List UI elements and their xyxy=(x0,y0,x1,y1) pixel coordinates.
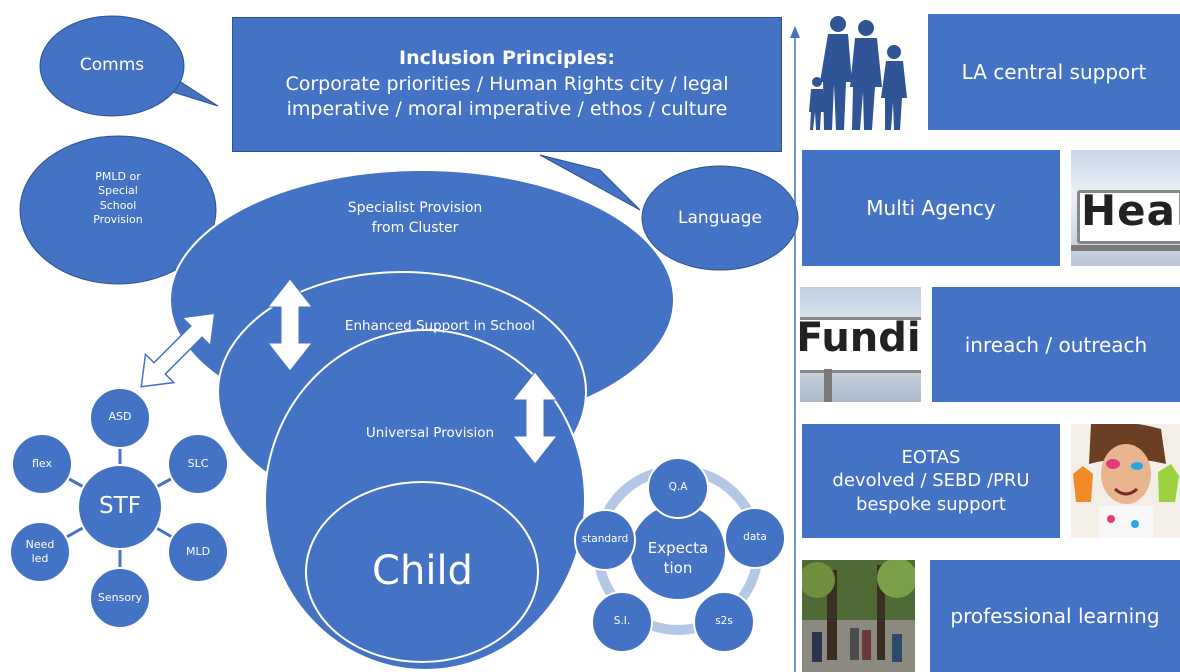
diagram-canvas xyxy=(9,15,800,672)
comms-label: Comms xyxy=(79,55,145,75)
exp-standard-label: standard xyxy=(581,533,629,545)
stf-sensory-label: Sensory xyxy=(97,591,143,604)
stf-hub-label: STF xyxy=(99,493,141,519)
stf-node-needled xyxy=(9,521,71,583)
double-arrow-stf-specialist xyxy=(140,312,216,388)
exp-node-qa xyxy=(647,457,709,519)
stf-flex-label: flex xyxy=(31,457,52,470)
eotas-box: EOTAS devolved / SEBD /PRU bespoke suppo… xyxy=(802,424,1060,538)
child-ellipse xyxy=(305,481,539,663)
inclusion-principles-box: Inclusion Principles: Corporate prioriti… xyxy=(232,17,782,152)
funding-sign-text: Fundi xyxy=(800,315,921,361)
exp-si-label: S.I. xyxy=(613,615,631,627)
la-central-support-box: LA central support xyxy=(928,14,1180,130)
child-painted-hands-image xyxy=(1071,424,1180,538)
eotas-line-2: bespoke support xyxy=(855,493,1006,515)
exp-node-si xyxy=(591,591,653,653)
language-label: Language xyxy=(678,208,762,228)
stf-node-asd xyxy=(89,387,151,449)
stf-slc-label: SLC xyxy=(187,457,209,470)
stf-node-flex xyxy=(11,433,73,495)
specialist-label: Specialist Provision from Cluster xyxy=(347,200,483,237)
double-arrow-enhanced-universal xyxy=(511,371,559,465)
stf-node-sensory xyxy=(89,567,151,629)
pmld-label: PMLD or Special School Provision xyxy=(93,170,143,226)
campus-students-image xyxy=(802,560,915,672)
stf-needled-label: Need led xyxy=(25,538,55,566)
double-arrow-specialist-enhanced xyxy=(266,278,314,372)
universal-label: Universal Provision xyxy=(365,425,495,441)
expectation-hub-label: Expecta tion xyxy=(647,539,709,578)
comms-bubble xyxy=(39,15,219,117)
multi-agency-box: Multi Agency xyxy=(802,150,1060,266)
exp-qa-label: Q.A xyxy=(668,481,688,493)
inreach-outreach-label: inreach / outreach xyxy=(964,332,1148,357)
principles-title: Inclusion Principles: xyxy=(399,47,615,70)
health-sign-image: Heal xyxy=(1071,150,1180,266)
stf-asd-label: ASD xyxy=(108,410,132,423)
eotas-title: EOTAS xyxy=(901,446,961,468)
stf-node-mld xyxy=(167,521,229,583)
child-label: Child xyxy=(372,548,473,594)
pmld-ellipse xyxy=(19,135,217,285)
health-sign-text: Heal xyxy=(1081,186,1180,235)
stf-node-slc xyxy=(167,433,229,495)
principles-line-1: Corporate priorities / Human Rights city… xyxy=(285,72,729,95)
eotas-line-1: devolved / SEBD /PRU xyxy=(832,470,1030,492)
exp-node-standard xyxy=(574,509,636,571)
stf-mld-label: MLD xyxy=(185,545,211,558)
principles-line-2: imperative / moral imperative / ethos / … xyxy=(286,98,728,121)
inreach-outreach-box: inreach / outreach xyxy=(932,287,1180,402)
family-silhouette-image xyxy=(808,12,913,132)
exp-data-label: data xyxy=(743,531,767,543)
exp-node-data xyxy=(724,507,786,569)
la-central-support-label: LA central support xyxy=(961,60,1147,84)
vertical-axis-arrow xyxy=(790,26,800,672)
professional-learning-box: professional learning xyxy=(930,560,1180,672)
funding-sign-image: Fundi xyxy=(800,287,921,402)
language-bubble xyxy=(539,154,799,271)
multi-agency-label: Multi Agency xyxy=(866,196,996,220)
exp-s2s-label: s2s xyxy=(715,615,733,627)
exp-node-s2s xyxy=(693,591,755,653)
professional-learning-label: professional learning xyxy=(950,604,1160,628)
stf-hub-circle xyxy=(77,464,163,550)
enhanced-label: Enhanced Support in School xyxy=(344,318,536,334)
